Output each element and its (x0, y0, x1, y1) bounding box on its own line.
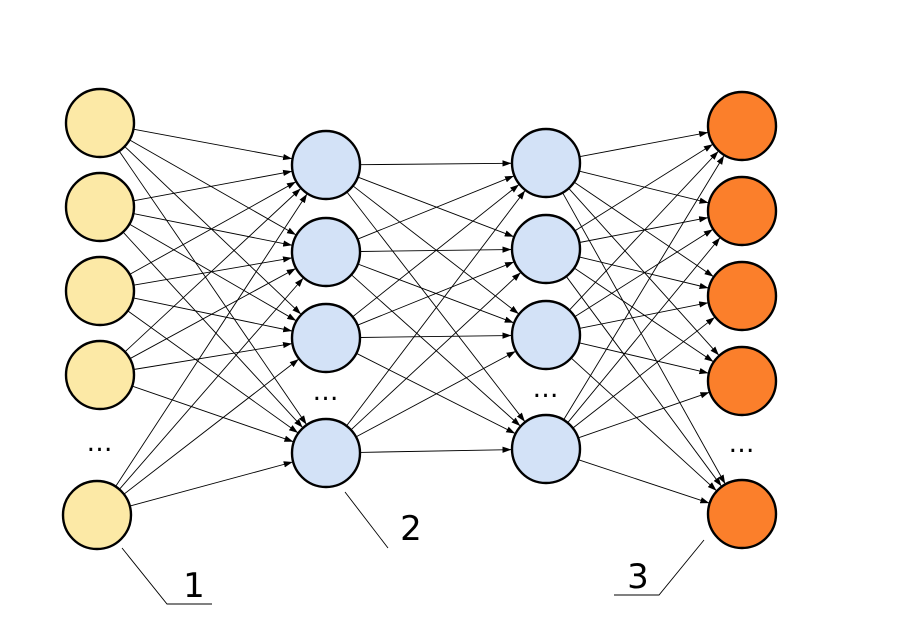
hidden-1-neuron-1 (290, 129, 362, 201)
callout-output-layer: 3 (627, 557, 649, 597)
connection-arrow (573, 267, 714, 363)
hidden-2-neuron-3 (510, 299, 582, 371)
connection-arrow (357, 176, 514, 238)
connection-arrow (133, 169, 293, 202)
connection-arrow (579, 216, 709, 243)
connection-arrow (131, 385, 294, 443)
callout-leader-line (344, 491, 389, 549)
output-neuron-2 (706, 175, 778, 247)
connection-arrow (133, 297, 293, 333)
output-neuron-4 (706, 345, 778, 417)
connection-arrow (578, 170, 709, 204)
connection-arrow (122, 231, 304, 428)
hidden-2-neuron-1 (510, 127, 582, 199)
connection-arrow (359, 446, 512, 453)
connection-arrow (356, 352, 516, 434)
output-layer-ellipsis: … (729, 429, 756, 459)
labels: … … … … 1 2 3 (87, 374, 756, 606)
callout-leader-lines (121, 491, 705, 605)
connection-arrow (133, 213, 293, 247)
connection-arrow (565, 276, 722, 487)
connection-arrow (572, 316, 716, 429)
connection-arrow (578, 256, 709, 289)
connection-arrow (352, 185, 519, 315)
output-neuron-5 (706, 478, 778, 550)
connection-arrow (124, 188, 302, 353)
input-neuron-4 (64, 339, 136, 411)
connection-arrow (133, 256, 293, 286)
callout-hidden-layer: 2 (400, 509, 422, 549)
connection-arrow (129, 268, 296, 360)
connection-arrow (352, 184, 520, 318)
input-neuron-3 (64, 255, 136, 327)
connection-arrow (129, 181, 297, 275)
connection-arrow (357, 175, 515, 240)
connection-arrow (350, 274, 521, 427)
connection-arrow (578, 459, 710, 504)
hidden-1-neuron-2 (290, 216, 362, 288)
input-neuron-2 (64, 171, 136, 243)
connection-arrow (350, 272, 522, 431)
hidden-2-neuron-4 (510, 413, 582, 485)
hidden-layer-2-ellipsis: … (533, 374, 560, 404)
input-layer-ellipsis: … (87, 428, 114, 458)
connection-arrow (574, 229, 714, 318)
connection-arrow (123, 358, 299, 495)
connection-arrow (359, 332, 512, 339)
connection-arrow (562, 192, 726, 485)
neurons (61, 87, 778, 551)
output-neuron-3 (706, 260, 778, 332)
input-neuron-1 (64, 87, 136, 159)
connection-arrow (577, 391, 710, 439)
connection-arrow (567, 237, 721, 424)
hidden-layer-1-ellipsis: … (313, 377, 340, 407)
connection-arrow (579, 130, 709, 158)
connection-arrow (568, 150, 719, 311)
connection-arrow (357, 261, 515, 326)
connection-arrow (118, 277, 304, 490)
connection-arrow (133, 341, 293, 370)
hidden-1-neuron-4 (290, 417, 362, 489)
connection-arrow (124, 146, 302, 315)
hidden-1-neuron-3 (290, 302, 362, 374)
connection-arrow (346, 191, 526, 422)
connection-arrow (570, 357, 717, 492)
hidden-2-neuron-2 (510, 213, 582, 285)
connection-arrow (574, 143, 714, 232)
connection-arrow (129, 139, 297, 236)
connection-arrow (578, 342, 709, 375)
connection-arrow (346, 190, 526, 427)
connections (115, 128, 726, 507)
connection-arrow (568, 187, 720, 356)
connection-arrow (118, 150, 307, 425)
callout-leader-line (121, 547, 212, 605)
connection-arrow (563, 155, 725, 421)
connection-arrow (355, 350, 516, 438)
connection-arrow (573, 181, 714, 277)
input-neuron-5 (61, 479, 133, 551)
connection-arrow (127, 310, 299, 434)
connection-arrow (115, 193, 308, 487)
connection-arrow (133, 128, 293, 161)
connection-arrow (579, 301, 709, 329)
output-neuron-1 (706, 90, 778, 162)
callout-leader-line (614, 539, 705, 596)
connection-arrow (359, 160, 512, 167)
connection-arrow (129, 461, 293, 507)
connection-arrow (129, 223, 297, 322)
callout-input-layer: 1 (183, 566, 205, 606)
